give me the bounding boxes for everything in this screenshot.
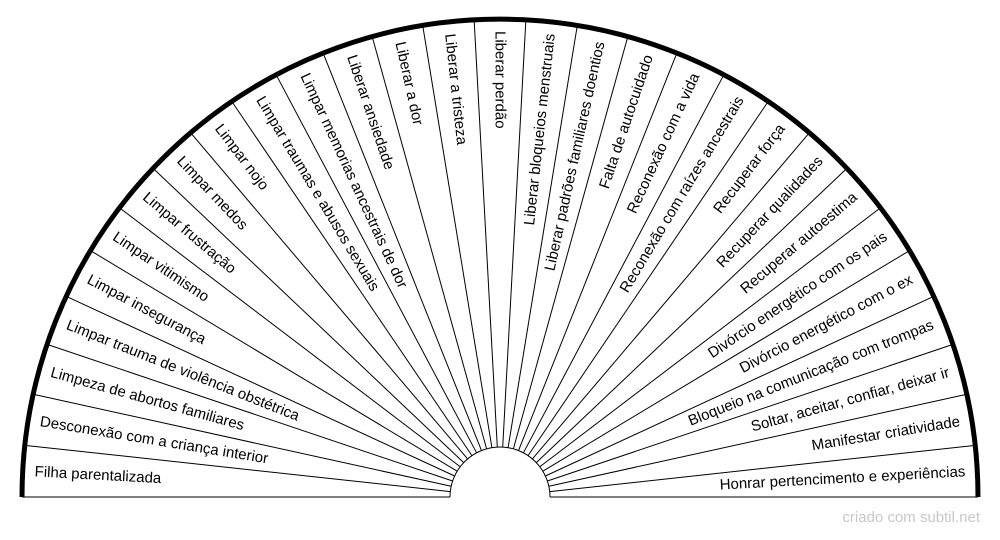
segment-divider (549, 444, 976, 493)
segment-divider (527, 101, 769, 456)
segment-divider (512, 36, 629, 449)
segment-divider (535, 167, 848, 463)
segment-label[interactable]: Filha parentalizada (34, 463, 162, 487)
inner-arc (449, 446, 551, 498)
segment-divider (46, 343, 453, 482)
segment-divider (152, 167, 465, 463)
segment-divider (322, 52, 482, 451)
outer-arc (19, 16, 981, 498)
segment-divider (548, 393, 967, 487)
segment-divider (119, 207, 461, 468)
segment-divider (531, 132, 810, 460)
segment-divider (542, 250, 910, 472)
segment-divider (65, 295, 455, 477)
segment-divider (539, 207, 881, 468)
segment-divider (473, 19, 498, 448)
segment-divider (502, 19, 527, 448)
segment-divider (522, 74, 725, 454)
segment-divider (547, 343, 954, 482)
segment-label[interactable]: Recuperar qualidades (713, 153, 826, 271)
segment-divider (231, 101, 473, 456)
segment-divider (24, 444, 451, 493)
segment-label[interactable]: Liberar bloqueios menstruais (521, 33, 559, 226)
segment-label[interactable]: Honrar pertencimento e experiências (719, 463, 966, 493)
segment-label[interactable]: Liberar a dor (392, 40, 427, 127)
segment-divider (545, 295, 935, 477)
segment-label[interactable]: Liberar perdão (492, 31, 509, 129)
segment-divider (33, 393, 452, 487)
segment-divider (518, 52, 678, 451)
segment-divider (90, 250, 458, 472)
segment-divider (371, 36, 488, 449)
segment-divider (507, 25, 578, 448)
segment-divider (275, 74, 478, 454)
segment-divider (190, 132, 469, 460)
segment-label[interactable]: Limpar nojo (211, 121, 272, 194)
segment-divider (422, 25, 493, 448)
segment-label[interactable]: Liberar a tristeza (441, 33, 470, 147)
segment-label[interactable]: Recuperar autoestima (737, 188, 861, 297)
watermark: criado com subtil.net (842, 509, 980, 526)
segment-label[interactable]: Manifestar criatividade (810, 413, 961, 454)
